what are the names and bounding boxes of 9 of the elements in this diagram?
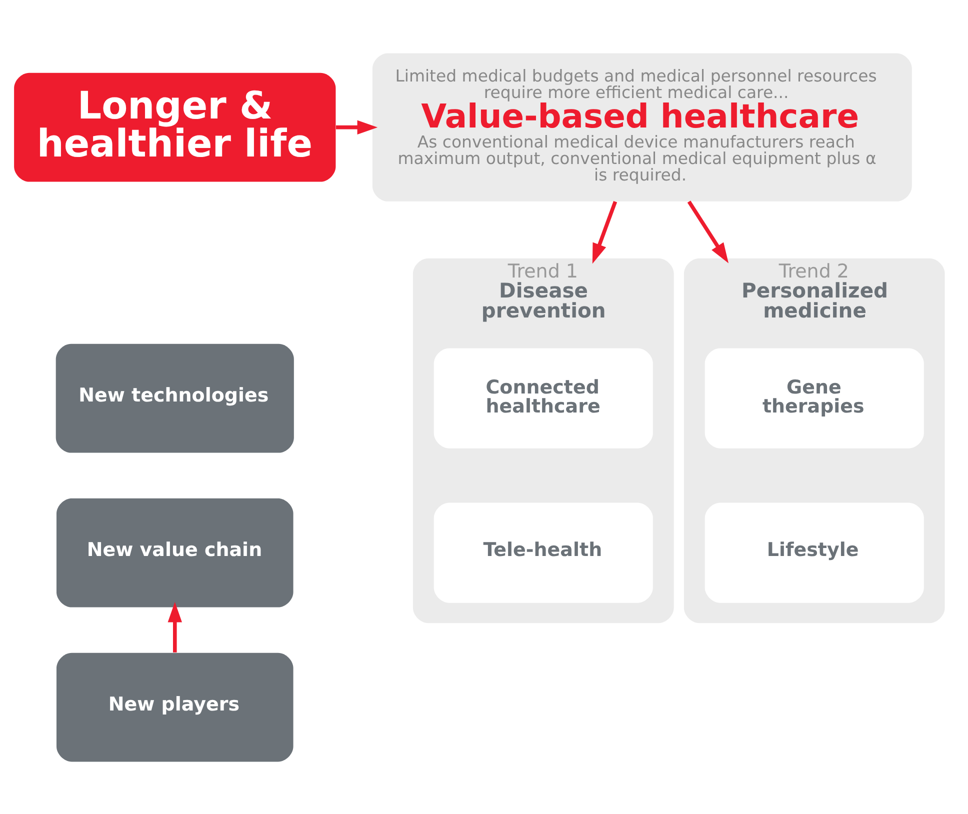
arrow (686, 200, 728, 263)
node-box: New value chain (56, 498, 293, 607)
arrow (592, 200, 617, 264)
arrow (167, 601, 182, 652)
node-box: New technologies (55, 343, 294, 452)
arrow (335, 120, 378, 134)
node-box: Limited medical budgets and medical personnel resources require more efficient medical care... Value-based healthcare As conventional medical device manufacturers reach maximum output, conventional medical equipment plus α is required. (372, 52, 912, 201)
node-box: Longer & healthier life (14, 72, 336, 182)
node-box: New players (56, 652, 293, 762)
